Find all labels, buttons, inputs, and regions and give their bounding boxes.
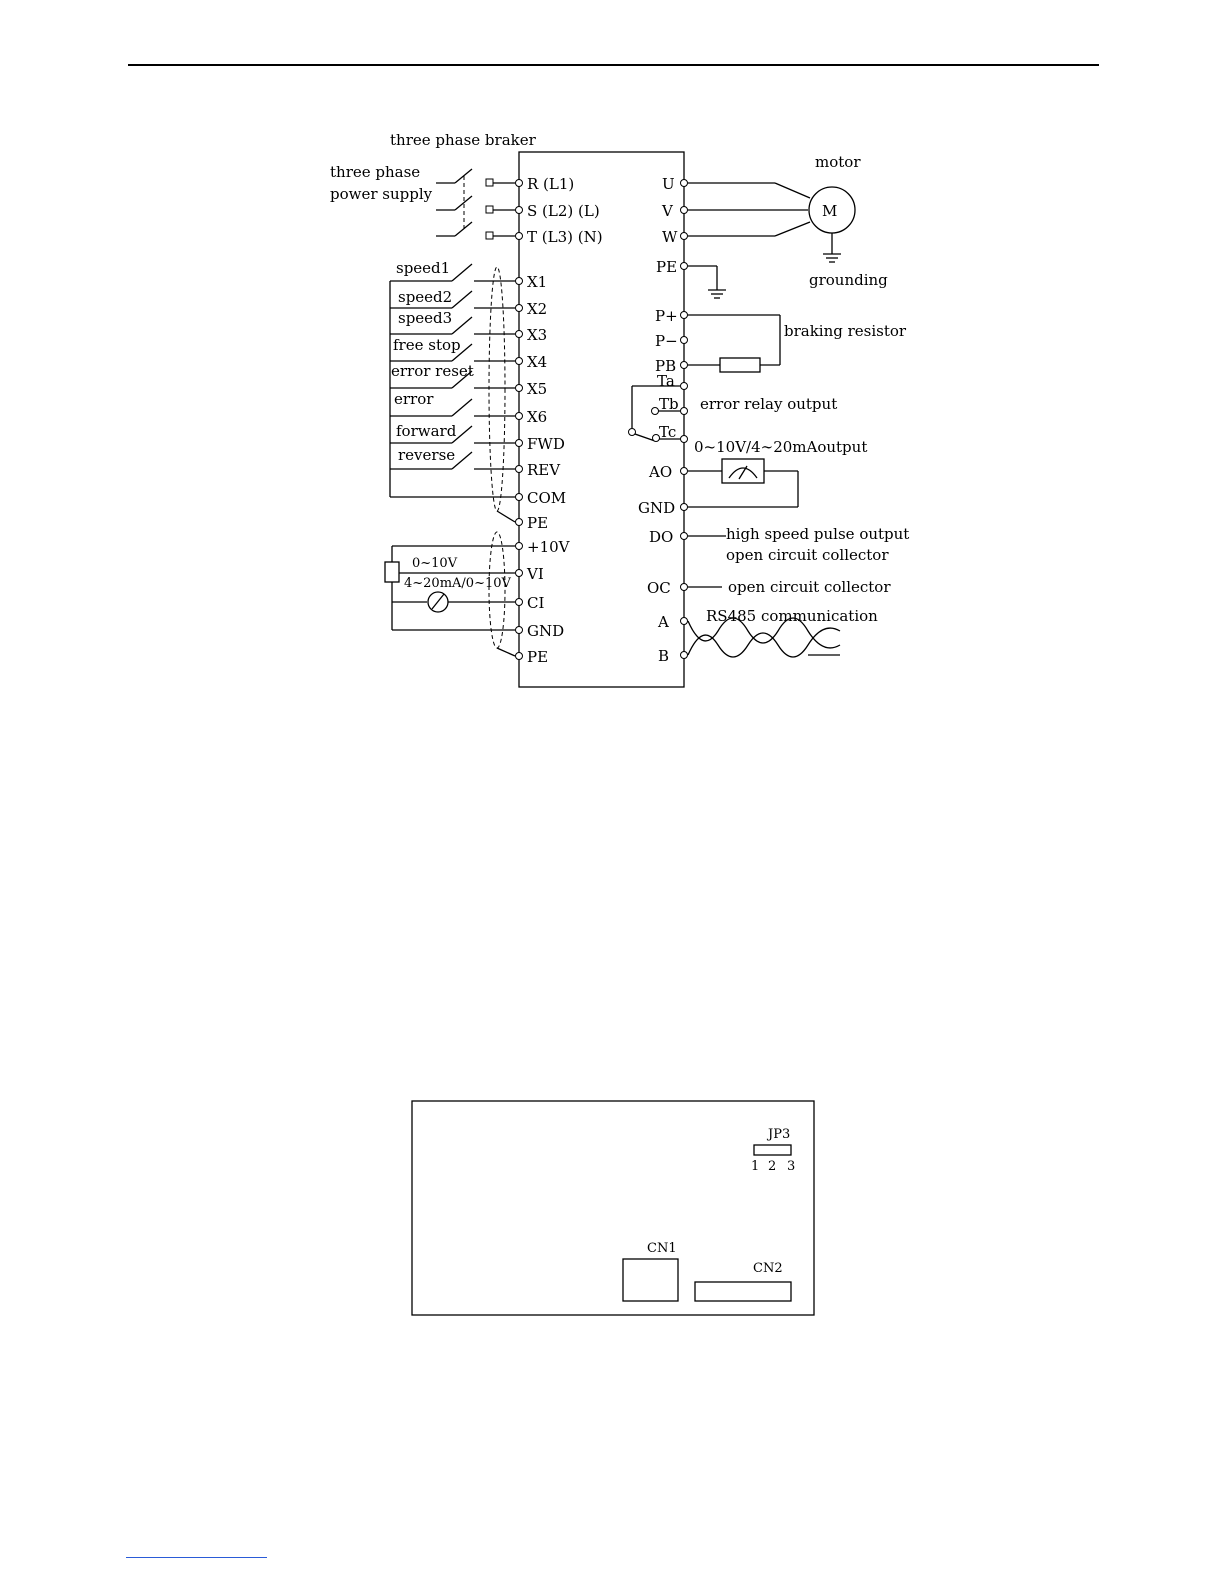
braking-resistor-label: braking resistor — [784, 322, 907, 340]
switch-label-speed1: speed1 — [396, 259, 450, 277]
error-relay-label: error relay output — [700, 395, 837, 413]
analog-output-circuit: 0~10V/4∼20mAoutput — [688, 438, 867, 508]
switch-label-forward: forward — [396, 422, 457, 440]
do-label-2: open circuit collector — [726, 546, 889, 564]
power-supply-label-2: power supply — [330, 185, 433, 203]
terminal-10v: +10V — [527, 538, 571, 556]
rs485-circuit: RS485 communication — [687, 607, 878, 658]
terminal-ta: Ta — [657, 372, 675, 390]
vi-range-label: 0~10V — [412, 556, 458, 571]
jp3-pin-2: 2 — [768, 1159, 776, 1174]
input-switches — [389, 263, 516, 523]
switch-label-reverse: reverse — [398, 446, 455, 464]
control-board-diagram: JP3 1 2 3 CN1 CN2 — [411, 1100, 815, 1316]
right-terminal-labels: U V W PE P+ P− PB Ta Tb Tc AO GND DO OC … — [638, 175, 679, 665]
terminal-vi: VI — [526, 565, 544, 583]
terminal-rev: REV — [527, 461, 561, 479]
left-terminal-nodes — [515, 179, 523, 660]
terminal-a: A — [657, 613, 669, 631]
terminal-x2: X2 — [527, 300, 547, 318]
analog-input-circuit: 0~10V 4~20mA/0~10V — [384, 531, 516, 657]
switch-label-speed2: speed2 — [398, 288, 452, 306]
breaker-switches — [436, 168, 515, 240]
terminal-pe-2: PE — [527, 648, 548, 666]
terminal-pe-1: PE — [527, 514, 548, 532]
ci-range-label: 4~20mA/0~10V — [404, 576, 512, 591]
terminal-tb: Tb — [659, 395, 679, 413]
terminal-x5: X5 — [527, 380, 547, 398]
terminal-x6: X6 — [527, 408, 547, 426]
breaker-label: three phase braker — [390, 131, 537, 149]
terminal-s: S (L2) (L) — [527, 202, 600, 220]
terminal-oc: OC — [647, 579, 671, 597]
terminal-b: B — [658, 647, 669, 665]
header-rule — [128, 64, 1099, 66]
cn2-connector — [694, 1281, 792, 1302]
jp3-pin-3: 3 — [787, 1159, 795, 1174]
terminal-com: COM — [527, 489, 566, 507]
control-board-outline — [411, 1100, 815, 1316]
terminal-gnd-right: GND — [638, 499, 675, 517]
cn2-label: CN2 — [753, 1261, 783, 1276]
cn1-connector — [622, 1258, 679, 1302]
terminal-w: W — [662, 228, 678, 246]
pe-ground — [688, 265, 726, 299]
terminal-pe-right: PE — [656, 258, 677, 276]
cn1-label: CN1 — [647, 1241, 677, 1256]
right-terminal-nodes — [680, 179, 688, 659]
terminal-r: R (L1) — [527, 175, 574, 193]
motor-symbol: M — [822, 202, 837, 220]
terminal-do: DO — [649, 528, 673, 546]
footer-link-rule — [126, 1557, 267, 1558]
analog-meter-icon — [721, 458, 765, 484]
switch-label-error-reset: error reset — [391, 362, 474, 380]
jp3-pin-1: 1 — [751, 1159, 759, 1174]
terminal-u: U — [662, 175, 675, 193]
left-terminal-labels: R (L1) S (L2) (L) T (L3) (N) X1 X2 X3 X4… — [526, 175, 603, 666]
terminal-x3: X3 — [527, 326, 547, 344]
terminal-x4: X4 — [527, 353, 547, 371]
terminal-gnd-left: GND — [527, 622, 564, 640]
motor-circuit: M motor grounding — [688, 153, 888, 289]
jp3-label: JP3 — [766, 1127, 790, 1142]
oc-label: open circuit collector — [728, 578, 891, 596]
grounding-label: grounding — [809, 271, 888, 289]
braking-resistor-icon — [719, 357, 761, 373]
switch-labels: speed1 speed2 speed3 free stop error res… — [391, 259, 474, 464]
terminal-fwd: FWD — [527, 435, 565, 453]
terminal-x1: X1 — [527, 273, 547, 291]
analog-output-label: 0~10V/4∼20mAoutput — [694, 438, 867, 456]
potentiometer — [384, 561, 400, 583]
error-relay-circuit: error relay output — [628, 385, 837, 442]
switch-label-free-stop: free stop — [393, 336, 461, 354]
braking-resistor-circuit: braking resistor — [688, 314, 907, 373]
digital-outputs: high speed pulse output open circuit col… — [688, 525, 909, 596]
motor-label: motor — [815, 153, 861, 171]
switch-label-speed3: speed3 — [398, 309, 452, 327]
rs485-label: RS485 communication — [706, 607, 878, 625]
terminal-ao: AO — [648, 463, 672, 481]
terminal-pb: PB — [655, 357, 676, 375]
jp3-jumper — [753, 1144, 792, 1156]
terminal-ci: CI — [527, 594, 544, 612]
terminal-p-minus: P− — [655, 332, 678, 350]
terminal-tc: Tc — [659, 423, 676, 441]
terminal-v: V — [661, 202, 674, 220]
switch-label-error: error — [394, 390, 434, 408]
terminal-p-plus: P+ — [655, 307, 678, 325]
power-supply-label-1: three phase — [330, 163, 420, 181]
terminal-t: T (L3) (N) — [527, 228, 603, 246]
do-label-1: high speed pulse output — [726, 525, 909, 543]
